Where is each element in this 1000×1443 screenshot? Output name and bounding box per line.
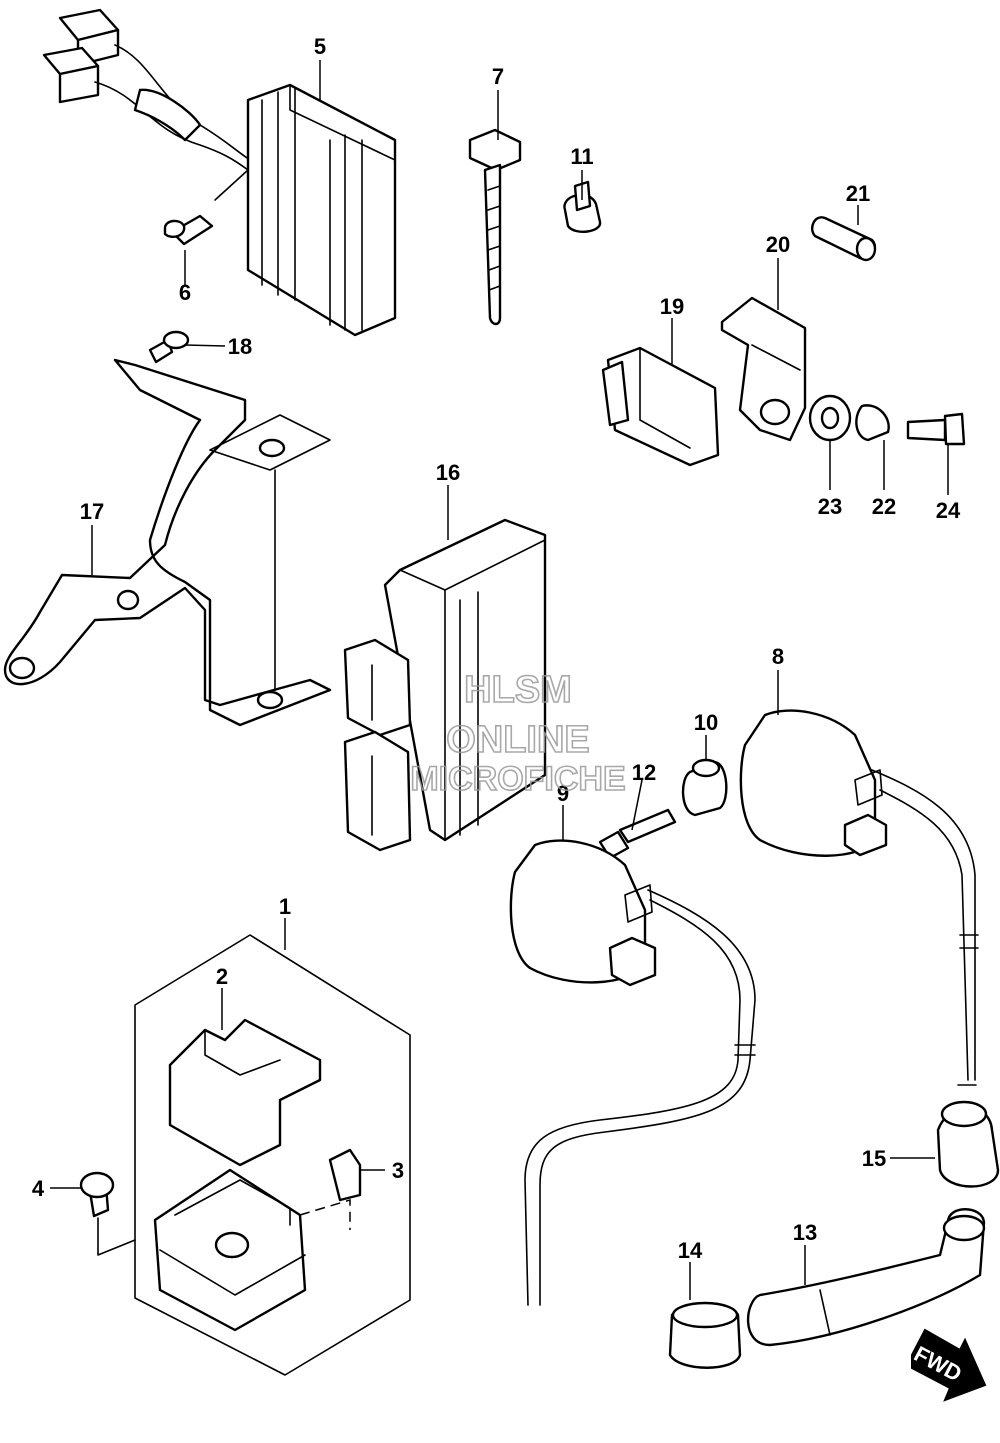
callout-13: 13 (793, 1220, 817, 1245)
callout-3: 3 (392, 1158, 404, 1183)
part-17-bracket (3, 358, 332, 727)
callout-9: 9 (557, 781, 569, 806)
callout-23: 23 (818, 494, 842, 519)
callout-6: 6 (179, 280, 191, 305)
part-9-ignition-coil (509, 839, 756, 1306)
part-8-ignition-coil (739, 709, 979, 1086)
callout-11: 11 (570, 144, 593, 169)
part-16-ecm (343, 518, 547, 852)
callout-22: 22 (872, 494, 896, 519)
part-11-clip (563, 180, 602, 233)
callout-24: 24 (936, 498, 961, 523)
callout-numbers: 5 6 7 11 21 20 19 23 22 24 18 17 16 8 10… (32, 34, 961, 1263)
part-5-regulator (42, 8, 397, 337)
part-20-bracket (720, 296, 807, 442)
callout-8: 8 (772, 644, 784, 669)
part-13-plug-cap (746, 1208, 986, 1347)
callout-10: 10 (694, 710, 718, 735)
callout-16: 16 (436, 460, 460, 485)
part-19-relay (601, 346, 720, 467)
part-24-bolt (906, 412, 966, 446)
part-1-fuse-box-group (134, 934, 411, 1376)
part-18-screw (148, 330, 190, 364)
watermark: HLSM ONLINE MICROFICHE (410, 668, 627, 799)
part-22-collar (855, 404, 890, 442)
callout-2: 2 (216, 964, 228, 989)
part-21-sleeve (811, 216, 877, 262)
part-14-ring (668, 1301, 742, 1369)
callout-5: 5 (314, 34, 326, 59)
part-12-bolt (598, 808, 677, 860)
callout-19: 19 (660, 294, 684, 319)
callout-7: 7 (492, 64, 504, 89)
part-7-cable-tie (468, 128, 522, 326)
watermark-line-3: MICROFICHE (410, 760, 625, 798)
callout-20: 20 (766, 232, 790, 257)
leader-lines (50, 60, 949, 1300)
part-23-grommet (808, 394, 852, 442)
callout-14: 14 (678, 1238, 703, 1263)
part-15-plug-cap-seal (936, 1100, 1000, 1188)
callout-15: 15 (862, 1146, 886, 1171)
fwd-arrow-icon: FWD (910, 1328, 987, 1402)
callout-12: 12 (632, 760, 656, 785)
callout-1: 1 (279, 894, 291, 919)
callout-4: 4 (32, 1176, 45, 1201)
callout-21: 21 (846, 181, 870, 206)
part-10-sleeve (681, 758, 728, 817)
callout-17: 17 (80, 499, 104, 524)
watermark-line-1: HLSM (464, 669, 572, 711)
watermark-line-2: ONLINE (446, 719, 590, 761)
part-4-screw (79, 1171, 136, 1256)
callout-18: 18 (228, 334, 252, 359)
